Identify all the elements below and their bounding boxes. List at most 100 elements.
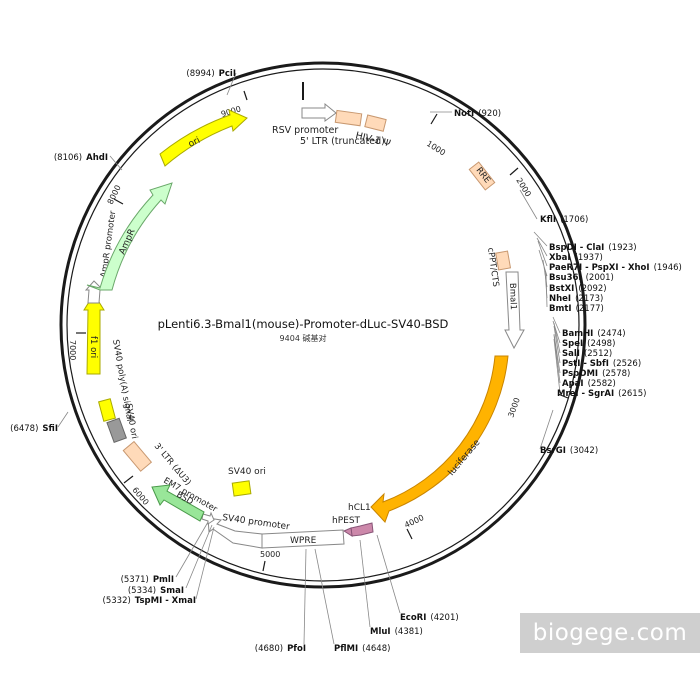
svg-text:(4680)PfoI: (4680)PfoI [255, 644, 306, 654]
site-name: PstI - SbfI [562, 359, 609, 369]
svg-text:(5334)SmaI: (5334) SmaI [128, 586, 184, 596]
svg-text:NheI(2173): NheI(2173) [549, 294, 603, 304]
site-pos: (1946) [654, 263, 682, 273]
sv40-ori-inner-feature [231, 480, 252, 497]
tick-4000 [406, 528, 413, 540]
site-pos: (5371) [121, 575, 149, 585]
sv40-polya-label: SV40 poly(A) signal [110, 339, 134, 422]
svg-text:(6478)SfiI: (6478) SfiI [10, 424, 58, 434]
sv40-ori-inner-label: SV40 ori [228, 467, 266, 477]
tick-1000 [430, 113, 438, 125]
ori-feature [159, 109, 248, 167]
tick-6000 [123, 475, 134, 484]
hpest-label: hPEST [332, 516, 361, 526]
tick-9000 [243, 90, 248, 101]
tick-5000 [262, 560, 266, 572]
site-name: SpeI [562, 339, 583, 349]
site-pos: (4381) [395, 627, 423, 637]
svg-text:(5371)PmlI: (5371)PmlI [121, 575, 174, 585]
svg-text:NotI(920): NotI (920) [454, 109, 501, 119]
backbone-inner-ring [66, 68, 580, 582]
tick-3000 [557, 393, 569, 399]
site-pos: (8106) [54, 153, 82, 163]
svg-text:PspOMI(2578): PspOMI(2578) [562, 369, 630, 379]
site-pos: (2173) [575, 294, 603, 304]
site-name: ApaI [562, 379, 584, 389]
site-name: AhdI [86, 153, 108, 163]
tick-label-4000: 4000 [403, 513, 425, 530]
site-name: EcoRI [400, 613, 426, 623]
site-name: MluI [370, 627, 391, 637]
ltr5-feature [334, 109, 363, 127]
site-name: MreI - SgrAI [557, 389, 614, 399]
luciferase-feature [370, 355, 509, 523]
svg-text:PaeR7I - PspXI - XhoI(1946): PaeR7I - PspXI - XhoI (1946) [549, 263, 682, 273]
hcl1-label: hCL1 [348, 503, 371, 513]
svg-text:PstI - SbfI(2526): PstI - SbfI(2526) [562, 359, 641, 369]
svg-text:(5332)TspMI - XmaI: (5332) TspMI - XmaI [103, 596, 196, 606]
tick-8000 [113, 198, 124, 205]
svg-text:BsrGI(3042): BsrGI (3042) [540, 446, 598, 456]
site-name: PaeR7I - PspXI - XhoI [549, 263, 650, 273]
watermark-logo: biogege.com [520, 613, 700, 653]
site-name: TspMI - XmaI [135, 596, 196, 606]
svg-text:SpeI(2498): SpeI(2498) [562, 339, 615, 349]
site-name: BstXI [549, 284, 574, 294]
site-name: SmaI [160, 586, 184, 596]
bmal1-promoter-arrow [504, 271, 525, 350]
tick-label-1000: 1000 [425, 139, 447, 157]
site-name: NotI [454, 109, 474, 119]
site-name: SalI [562, 349, 580, 359]
svg-text:Bsu36I(2001): Bsu36I (2001) [549, 273, 614, 283]
svg-text:BmtI(2177): BmtI (2177) [549, 304, 604, 314]
svg-text:BstXI(2092): BstXI(2092) [549, 284, 607, 294]
cppt-cts-feature [495, 250, 512, 271]
site-pos: (3042) [570, 446, 598, 456]
hcl1-feature [342, 527, 353, 537]
sv40-polya-feature [106, 417, 127, 444]
site-name: BamHI [562, 329, 593, 339]
svg-text:KflI(1706): KflI(1706) [540, 215, 588, 225]
svg-text:ApaI(2582): ApaI (2582) [562, 379, 616, 389]
site-name: Bsu36I [549, 273, 582, 283]
site-name: BsrGI [540, 446, 566, 456]
site-pos: (2177) [576, 304, 604, 314]
site-pos: (5334) [128, 586, 156, 596]
tick-label-2000: 2000 [514, 176, 532, 198]
site-name: PflMI [334, 644, 358, 654]
site-pos: (5332) [103, 596, 131, 606]
bmal1-label: Bmal1 [507, 283, 518, 310]
site-pos: (4680) [255, 644, 283, 654]
svg-text:SalI(2512): SalI (2512) [562, 349, 612, 359]
ltr3-feature [122, 440, 153, 472]
watermark-text: biogege.com [532, 620, 688, 646]
tick-label-7000: 7000 [68, 340, 77, 360]
sv40-promoter-arrow [207, 517, 263, 549]
svg-text:XbaI(1937): XbaI(1937) [549, 253, 603, 263]
site-name: SfiI [42, 424, 58, 434]
bsd-feature [151, 484, 205, 522]
site-pos: (1923) [608, 243, 636, 253]
f1-ori-feature [83, 293, 105, 375]
svg-text:MluI(4381): MluI (4381) [370, 627, 423, 637]
site-name: PspOMI [562, 369, 598, 379]
site-pos: (2512) [584, 349, 612, 359]
site-name: PciI [219, 69, 236, 79]
site-name: BspDI - ClaI [549, 243, 604, 253]
f1-ori-label: f1 ori [88, 336, 98, 358]
site-pos: (920) [478, 109, 501, 119]
site-pos: (2001) [586, 273, 614, 283]
wpre-label: WPRE [290, 536, 317, 546]
ampr-feature [86, 182, 173, 291]
site-name: BmtI [549, 304, 572, 314]
site-pos: (4648) [362, 644, 390, 654]
svg-text:(8106)AhdI: (8106) AhdI [54, 153, 108, 163]
site-name: KflI [540, 215, 556, 225]
svg-text:(8994)PciI: (8994)PciI [186, 69, 236, 79]
svg-text:MreI - SgrAI(2615): MreI - SgrAI(2615) [557, 389, 646, 399]
sv40-ori-outer-feature [98, 398, 116, 422]
site-pos: (6478) [10, 424, 38, 434]
em7-promoter-arrow [201, 511, 215, 525]
tick-labels: 1000 2000 3000 4000 5000 6000 7000 8000 … [68, 104, 533, 559]
site-pos: (2582) [588, 379, 616, 389]
